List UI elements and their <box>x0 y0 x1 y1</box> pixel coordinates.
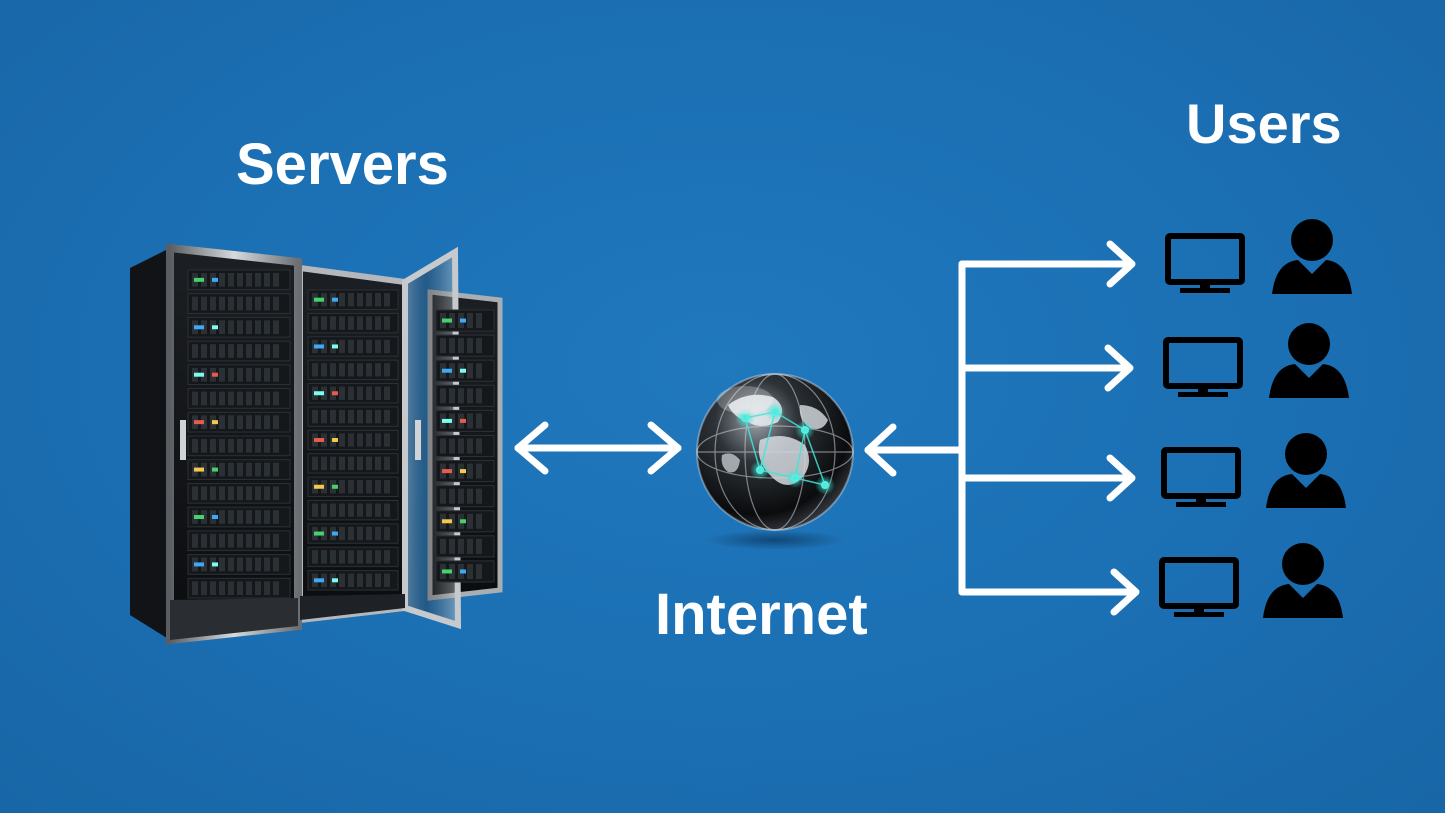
internet-label: Internet <box>655 582 868 647</box>
user-3 <box>1161 433 1346 508</box>
arrow-to-user-4 <box>958 568 1140 616</box>
arrow-to-user-3 <box>958 454 1136 502</box>
users-group <box>1159 219 1352 618</box>
person-icon <box>1272 219 1352 294</box>
globe-icon <box>696 373 854 550</box>
server-rack-icon <box>130 243 503 645</box>
double-arrow-server-internet <box>514 421 682 475</box>
monitor-icon <box>1161 447 1241 507</box>
arrow-to-user-2 <box>958 344 1134 392</box>
monitor-icon <box>1165 233 1245 293</box>
monitor-icon <box>1159 557 1239 617</box>
user-4 <box>1159 543 1343 618</box>
user-1 <box>1165 219 1352 294</box>
person-icon <box>1266 433 1346 508</box>
servers-label: Servers <box>236 132 449 197</box>
person-icon <box>1263 543 1343 618</box>
arrow-to-user-1 <box>958 240 1136 288</box>
monitor-icon <box>1163 337 1243 397</box>
person-icon <box>1269 323 1349 398</box>
arrow-to-internet <box>864 423 966 477</box>
users-label: Users <box>1186 92 1342 155</box>
user-2 <box>1163 323 1349 398</box>
